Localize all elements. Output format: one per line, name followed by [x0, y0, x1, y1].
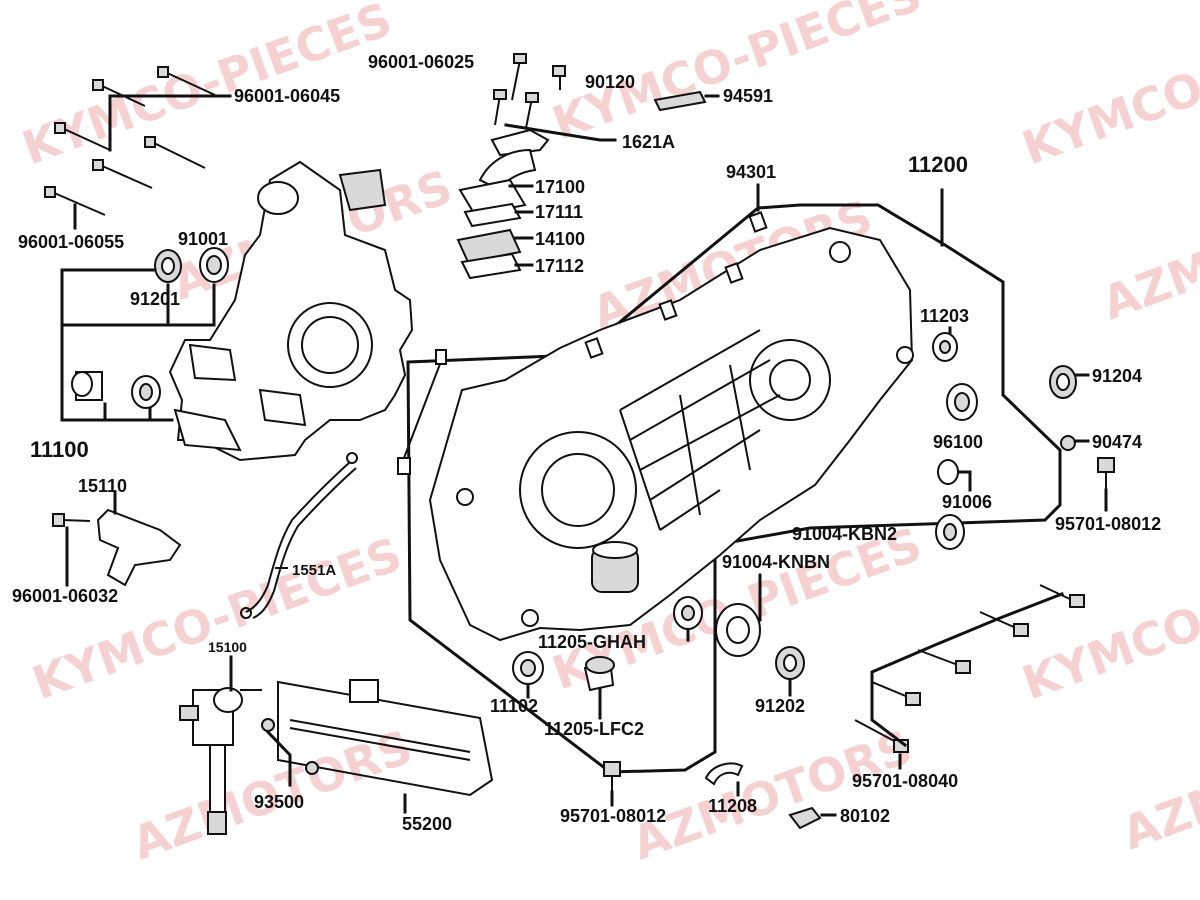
gasket-17111	[463, 202, 534, 228]
leader-11100-bracket	[60, 268, 216, 422]
label-15100: 15100	[208, 639, 247, 655]
label-95701-08012-right: 95701-08012	[1055, 514, 1161, 534]
label-11208: 11208	[708, 796, 757, 816]
label-11205-LFC2: 11205-LFC2	[544, 719, 644, 739]
label-91004-KBN2: 91004-KBN2	[792, 524, 897, 544]
label-91006: 91006	[942, 492, 992, 512]
label-11200: 11200	[908, 152, 968, 177]
label-91201: 91201	[130, 289, 180, 309]
gasket-17112	[460, 252, 534, 280]
right-crankcase-half	[406, 188, 1062, 774]
part-labels: 96001-06025 90120 94591 1621A 96001-0604…	[12, 52, 1161, 834]
washer-90474	[1060, 435, 1090, 451]
clip-94591	[653, 90, 720, 112]
bearing-91201	[154, 249, 182, 283]
label-15110: 15110	[78, 476, 127, 496]
label-1621A: 1621A	[622, 132, 675, 152]
intake-manifold-1621A	[478, 123, 617, 192]
left-crankcase-half	[168, 160, 414, 462]
label-94301: 94301	[726, 162, 776, 182]
bearing-91001	[199, 247, 229, 283]
label-96001-06032: 96001-06032	[12, 586, 118, 606]
label-80102: 80102	[840, 806, 890, 826]
bolts-95701-08040	[854, 584, 1085, 770]
hose-1551A	[240, 452, 358, 619]
bolt-95701-08012-right	[1097, 457, 1115, 512]
bearing-11102	[512, 651, 544, 699]
dowel-bush	[71, 371, 103, 401]
watermark-kymco: KYMCO-PIECES	[1015, 0, 1200, 175]
label-91001: 91001	[178, 229, 228, 249]
label-93500: 93500	[254, 792, 304, 812]
label-96001-06045: 96001-06045	[234, 86, 340, 106]
label-17111: 17111	[535, 202, 583, 222]
watermark-azmotors: AZMOTORS	[1115, 709, 1200, 860]
label-96001-06055: 96001-06055	[18, 232, 124, 252]
label-11205-GHAH: 11205-GHAH	[538, 632, 646, 652]
seal-91006	[937, 459, 972, 492]
drain-bolt-95701-08012	[603, 761, 621, 807]
screws-93500	[261, 718, 319, 787]
label-96100: 96100	[933, 432, 983, 452]
bushing-11205-LFC2	[583, 656, 615, 720]
label-95701-08040: 95701-08040	[852, 771, 958, 791]
label-11100: 11100	[30, 437, 89, 462]
bearing-96100	[946, 383, 978, 421]
reed-valve-14100	[456, 228, 534, 264]
watermark-kymco: KYMCO-PIECES	[15, 0, 398, 175]
bearing-91004-KNBN	[715, 573, 762, 657]
watermark-azmotors: AZMOTORS	[1095, 179, 1200, 330]
bolt-96001-06032	[52, 513, 91, 587]
bolts-96001-06045	[54, 66, 232, 169]
label-1551A: 1551A	[292, 562, 336, 579]
label-11203: 11203	[920, 306, 969, 326]
bearing-91004-KBN2	[935, 514, 965, 550]
bolts-96001-06025	[493, 53, 539, 129]
oil-pump-15100	[179, 655, 262, 835]
clip-80102	[788, 806, 837, 830]
bolt-90120	[552, 65, 566, 90]
clamp-11208	[704, 762, 744, 797]
label-95701-08012-bottom: 95701-08012	[560, 806, 666, 826]
label-17100: 17100	[535, 177, 585, 197]
bearing-11203	[932, 326, 958, 362]
bracket-15110	[96, 490, 182, 587]
label-14100: 14100	[535, 229, 585, 249]
label-96001-06025: 96001-06025	[368, 52, 474, 72]
bearing-small	[131, 375, 161, 409]
label-94591: 94591	[723, 86, 773, 106]
label-91202: 91202	[755, 696, 805, 716]
label-90474: 90474	[1092, 432, 1142, 452]
label-91204: 91204	[1092, 366, 1142, 386]
bolts-96001-06055	[44, 159, 153, 230]
label-17112: 17112	[535, 256, 584, 276]
bearing-11205-GHAH	[673, 596, 703, 642]
dowel-pins-94301	[397, 183, 768, 475]
seal-91202	[775, 646, 805, 697]
watermark-azmotors: AZMOTORS	[625, 719, 919, 870]
label-91004-KNBN: 91004-KNBN	[722, 552, 830, 572]
label-55200: 55200	[402, 814, 452, 834]
seal-91204	[1049, 365, 1090, 399]
watermark-kymco: KYMCO-PIECES	[1015, 527, 1200, 710]
oil-tube-assembly-55200	[277, 679, 494, 814]
label-11102: 11102	[490, 696, 538, 716]
label-90120: 90120	[585, 72, 635, 92]
